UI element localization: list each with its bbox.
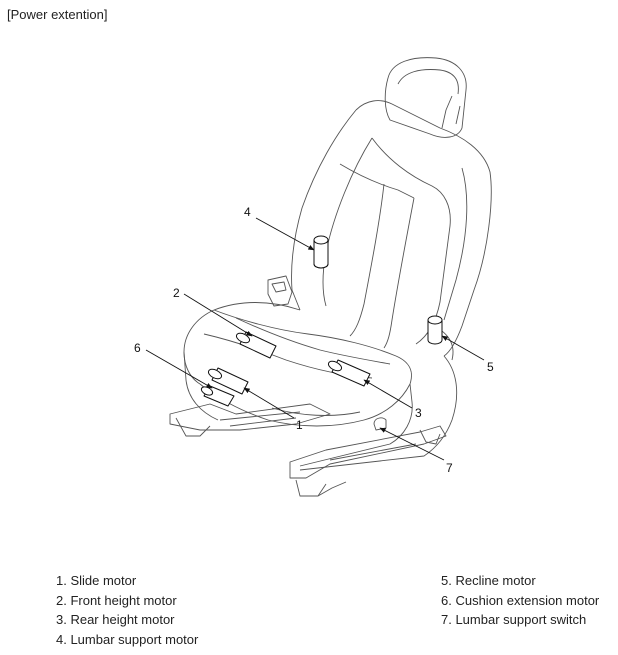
legend-item: 4. Lumbar support motor bbox=[56, 631, 199, 647]
legend-left: 1. Slide motor 2. Front height motor 3. … bbox=[56, 571, 198, 649]
legend-item: 1. Slide motor bbox=[56, 573, 137, 588]
legend-item: 6. Cushion extension motor bbox=[441, 592, 600, 608]
legend-item: 3. Rear height motor bbox=[56, 612, 175, 627]
callout-5: 5 bbox=[487, 360, 494, 374]
recline-motor bbox=[427, 315, 443, 345]
callout-3: 3 bbox=[415, 406, 422, 420]
legend-item: 7. Lumbar support switch bbox=[441, 612, 587, 627]
seat-diagram: 1 2 3 4 5 6 7 bbox=[134, 57, 494, 497]
cushion-extension-motor bbox=[200, 385, 235, 407]
leader-lines bbox=[145, 217, 485, 461]
callout-1: 1 bbox=[296, 418, 303, 432]
rear-height-motor bbox=[327, 359, 371, 387]
slide-motor bbox=[207, 367, 249, 395]
lumbar-support-motor bbox=[313, 235, 329, 269]
legend-item: 5. Recline motor bbox=[441, 573, 536, 588]
legend-right: 5. Recline motor 6. Cushion extension mo… bbox=[441, 571, 599, 630]
seat-illustration bbox=[169, 57, 492, 497]
motors bbox=[200, 235, 443, 407]
front-height-motor bbox=[235, 331, 277, 359]
callout-6: 6 bbox=[134, 341, 141, 355]
page-title: [Power extention] bbox=[7, 7, 108, 22]
callout-7: 7 bbox=[446, 461, 453, 475]
callout-4: 4 bbox=[244, 205, 251, 219]
callout-2: 2 bbox=[173, 286, 180, 300]
legend-item: 2. Front height motor bbox=[56, 592, 177, 608]
